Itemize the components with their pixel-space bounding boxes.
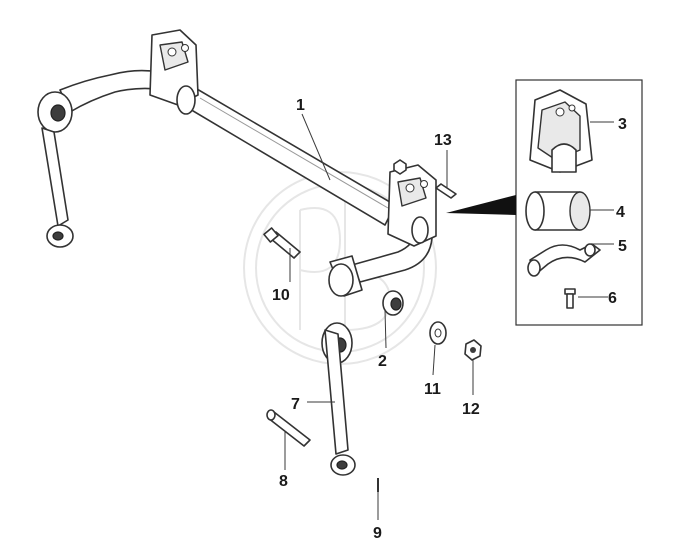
callout-11: 11 xyxy=(424,381,441,398)
bolt-part-10 xyxy=(263,227,301,259)
washer-part-11 xyxy=(429,321,447,345)
callout-6: 6 xyxy=(608,290,617,307)
leader-lines xyxy=(284,113,614,520)
nut-part-12 xyxy=(464,339,482,361)
callout-7: 7 xyxy=(291,396,300,413)
pin-part-8 xyxy=(266,409,311,447)
inset-clamp-part-3 xyxy=(529,89,593,173)
detail-pointer-arrow xyxy=(446,195,516,215)
inset-screw-part-6 xyxy=(564,288,576,309)
callout-2: 2 xyxy=(378,353,387,370)
callout-3: 3 xyxy=(618,116,627,133)
callout-12: 12 xyxy=(462,401,480,418)
inset-bushing-part-4 xyxy=(525,191,591,231)
callout-9: 9 xyxy=(373,525,382,542)
right-link-rod xyxy=(321,255,363,476)
callout-13: 13 xyxy=(434,132,452,149)
callout-8: 8 xyxy=(279,473,288,490)
callout-labels: 1 2 3 4 5 6 7 8 9 10 11 12 13 xyxy=(272,97,627,542)
callout-5: 5 xyxy=(618,238,627,255)
callout-1: 1 xyxy=(296,97,305,114)
callout-10: 10 xyxy=(272,287,290,304)
stabilizer-bar xyxy=(59,29,437,283)
bushing-part-2 xyxy=(382,290,404,316)
bolt-part-13 xyxy=(393,159,457,199)
callout-4: 4 xyxy=(616,204,625,221)
inset-bracket-part-5 xyxy=(527,243,601,277)
left-link-rod xyxy=(37,91,74,248)
